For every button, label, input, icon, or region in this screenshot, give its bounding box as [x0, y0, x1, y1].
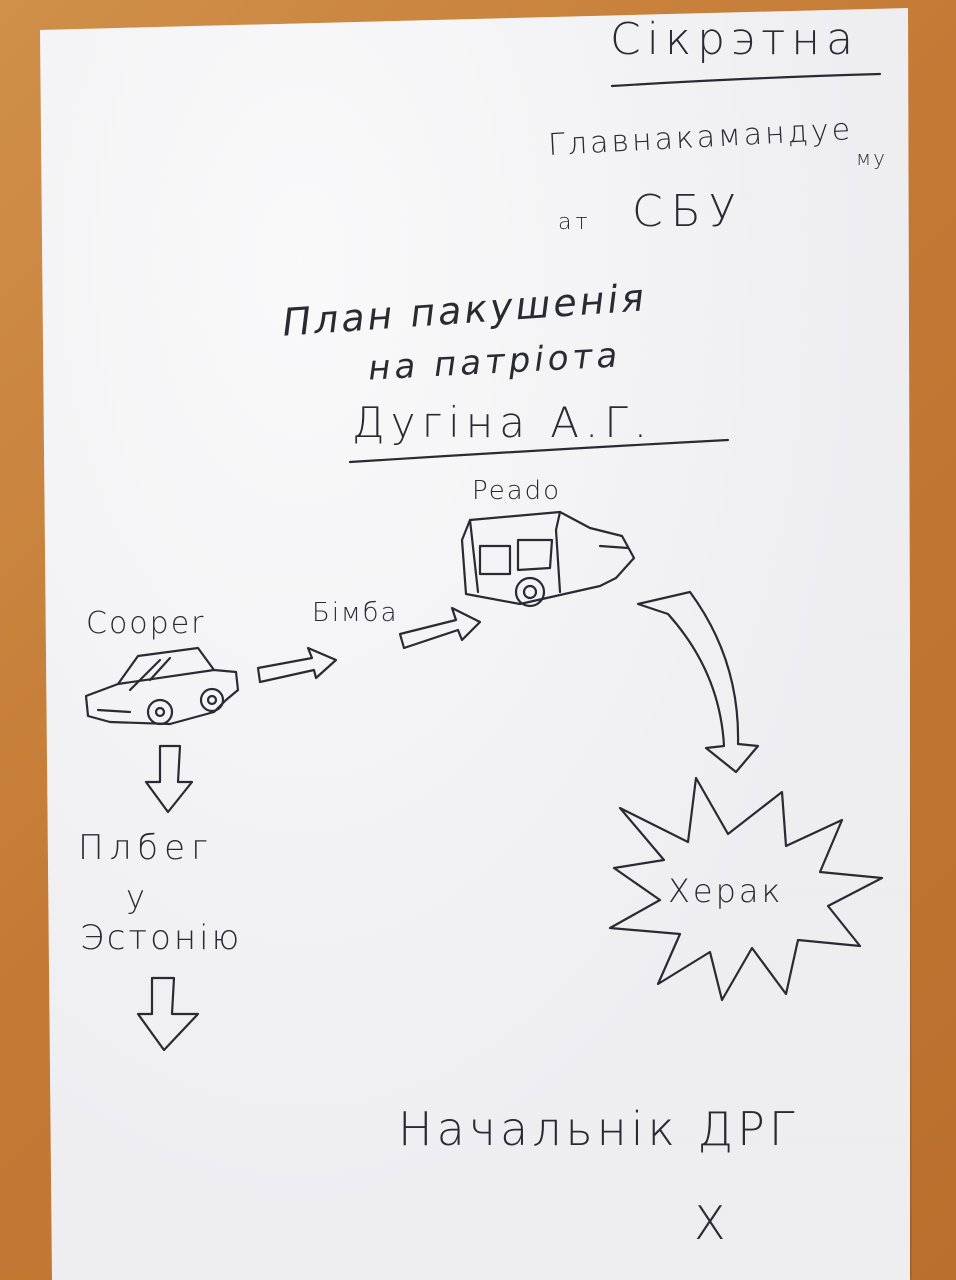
- escape-line3: Эстонію: [80, 918, 243, 958]
- target-name-text: Дугіна А.Г.: [352, 398, 654, 447]
- heading-text: Сікрэтна: [610, 14, 860, 65]
- bomb-label: Бімба: [312, 598, 399, 628]
- arrow-down-1: [144, 744, 194, 814]
- signature-title: Начальнік ДРГ: [398, 1102, 799, 1156]
- heading-underline: [610, 72, 882, 88]
- car2-drawing: [460, 510, 636, 608]
- from-org-text: СБУ: [632, 186, 744, 237]
- arrow-to-explosion: [636, 590, 760, 774]
- car2-label: Peado: [472, 476, 562, 506]
- escape-line1: Плбег: [78, 828, 214, 868]
- escape-line2: у: [126, 878, 149, 916]
- from-prefix-text: ат: [558, 210, 592, 235]
- arrow-bomb-to-car2: [398, 606, 482, 650]
- arrow-car1-to-bomb: [256, 646, 338, 684]
- signature-mark: Х: [694, 1196, 730, 1250]
- addressee-suffix-text: му: [856, 146, 887, 170]
- arrow-down-2: [136, 976, 200, 1052]
- car1-label: Cooper: [86, 606, 206, 641]
- explosion-label: Херак: [668, 872, 784, 910]
- explosion-burst: [608, 776, 884, 1002]
- target-underline: [348, 438, 730, 464]
- car1-drawing: [84, 646, 240, 726]
